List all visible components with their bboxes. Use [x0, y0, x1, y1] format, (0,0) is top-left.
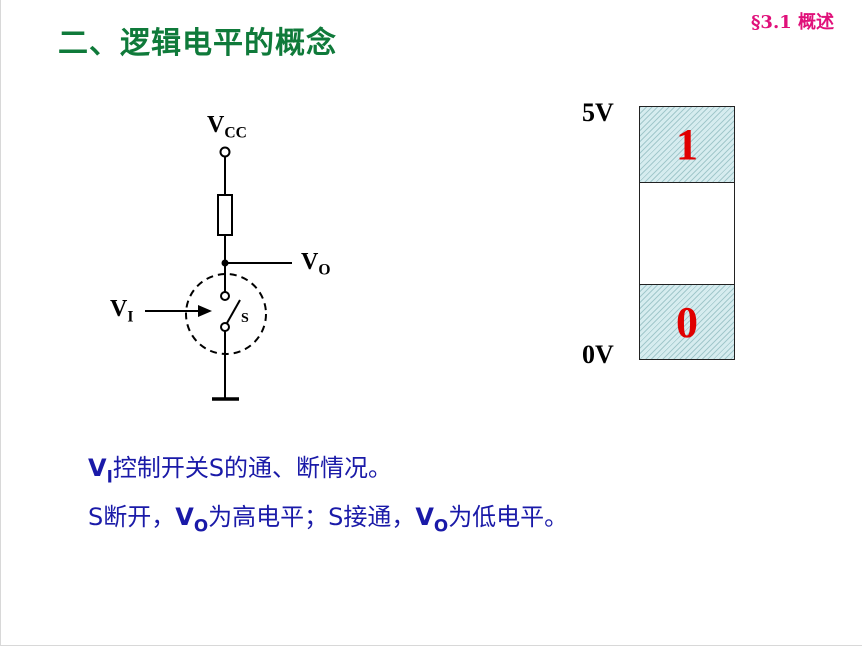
vi-label: VI — [110, 296, 134, 326]
high-level-digit: 1 — [676, 120, 698, 169]
note2-v2: V — [415, 503, 434, 531]
high-level-cell: 1 — [640, 107, 734, 183]
section-label: §3.1 概述 — [751, 12, 834, 33]
low-level-digit: 0 — [676, 297, 698, 347]
low-level-cell: 0 — [640, 284, 734, 359]
vo-label: VO — [301, 249, 331, 279]
note2-part1: S断开， — [88, 503, 176, 531]
note2-v2-sub: O — [433, 515, 449, 536]
switch-contact-bottom — [220, 322, 230, 332]
note-line-1: VI控制开关S的通、断情况。 — [88, 448, 392, 487]
note1-v-sub: I — [106, 466, 113, 487]
note2-v1-sub: O — [193, 515, 209, 536]
vcc-terminal — [219, 146, 231, 158]
note2-v1: V — [175, 503, 194, 531]
bottom-voltage-label: 0V — [582, 340, 614, 369]
switch-blade — [226, 299, 241, 324]
note-line-2: S断开，VO为高电平；S接通，VO为低电平。 — [88, 497, 568, 536]
switch-contact-top — [220, 291, 230, 301]
slide-title: 二、逻辑电平的概念 — [58, 26, 337, 61]
note1-v: V — [88, 454, 107, 482]
vi-arrow-head — [198, 305, 212, 317]
switch-label: S — [241, 311, 249, 326]
note2-part3: 为低电平。 — [448, 503, 569, 531]
resistor — [217, 194, 233, 236]
logic-level-bar: 1 0 — [639, 106, 735, 360]
note2-part2: 为高电平；S接通， — [208, 503, 416, 531]
note1-text: 控制开关S的通、断情况。 — [112, 454, 393, 482]
vcc-label: VCC — [207, 112, 247, 142]
top-voltage-label: 5V — [582, 98, 614, 127]
